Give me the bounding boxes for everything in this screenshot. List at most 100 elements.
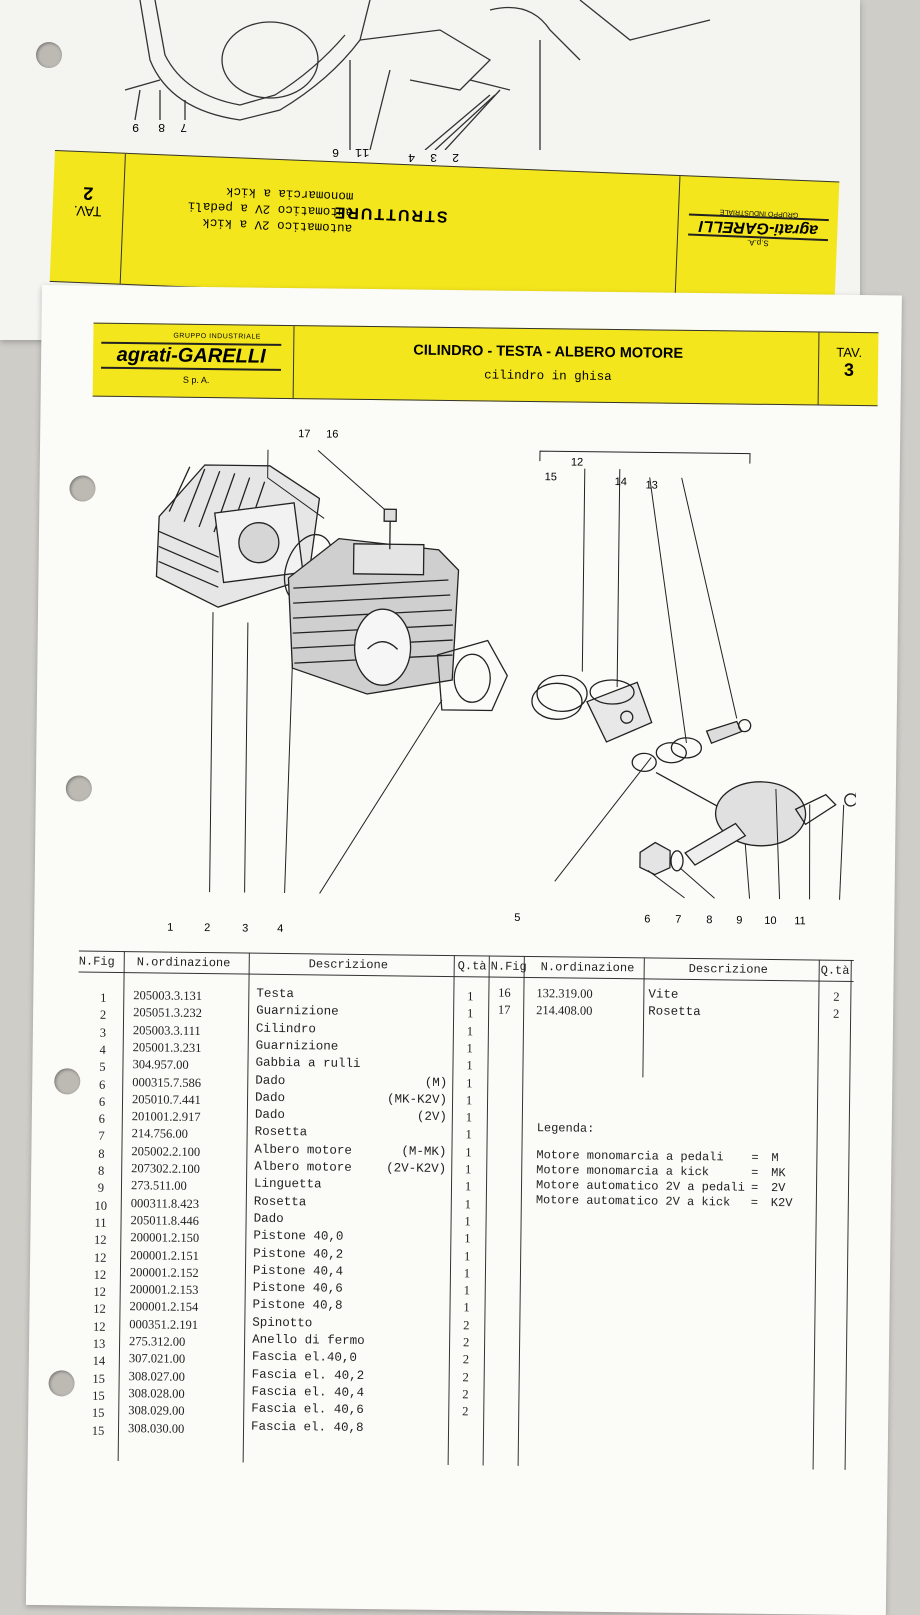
part-fig-number: 12: [86, 1302, 112, 1317]
part-fig-number: 1: [90, 991, 116, 1006]
crankshaft: [655, 773, 861, 868]
part-fig-number: 13: [86, 1337, 112, 1352]
part-fig-number: 7: [89, 1129, 115, 1144]
part-order-number: 000351.2.191: [129, 1317, 198, 1333]
part-quantity: 1: [460, 1006, 480, 1021]
part-description: Linguetta: [254, 1177, 322, 1192]
tav-box: TAV. 3: [818, 332, 880, 405]
part-description: Fascia el. 40,4: [251, 1385, 364, 1400]
part-fig-number: 10: [88, 1198, 114, 1213]
header-qta-2: Q.tà: [821, 964, 850, 978]
part-quantity: 2: [455, 1404, 475, 1419]
crank-nut: [640, 842, 670, 874]
callout: 3: [242, 922, 248, 934]
part-quantity: 1: [459, 1128, 479, 1143]
part-order-number: 275.312.00: [129, 1334, 185, 1350]
title-band: GRUPPO INDUSTRIALE agrati-GARELLI S p. A…: [93, 323, 879, 407]
part-fig-number: 11: [87, 1216, 113, 1231]
part-quantity: 2: [456, 1335, 476, 1350]
col-rule: [813, 960, 820, 1470]
header-nfig: N.Fig: [79, 954, 115, 968]
part-fig-number: 6: [89, 1094, 115, 1109]
brand-sub: S p. A.: [183, 375, 210, 385]
part-variant: (2V): [377, 1109, 447, 1124]
part-order-number: 200001.2.154: [129, 1300, 198, 1316]
part-order-number: 000315.7.586: [132, 1075, 201, 1091]
part-order-number: 205003.3.111: [133, 1023, 201, 1039]
part-fig-number: 8: [88, 1146, 114, 1161]
col-rule: [118, 951, 125, 1461]
back-tav-box: TAV. 2: [50, 151, 126, 284]
legend-item: Motore automatico 2V a kick=K2V: [536, 1193, 836, 1212]
part-quantity: 1: [456, 1301, 476, 1316]
part-description: Pistone 40,2: [253, 1246, 343, 1261]
part-variant: (M): [377, 1075, 447, 1090]
legend-code: M: [771, 1151, 778, 1165]
col-rule: [483, 956, 490, 1466]
part-description: Testa: [256, 987, 294, 1001]
legend-equals: =: [751, 1196, 758, 1210]
part-description: Gabbia a rulli: [255, 1056, 360, 1071]
part-order-number: 214.756.00: [132, 1127, 188, 1143]
part-quantity: 2: [456, 1318, 476, 1333]
part-fig-number: 15: [85, 1389, 111, 1404]
part-fig-number: 12: [87, 1267, 113, 1282]
part-description: Dado: [255, 1073, 285, 1087]
brand-logo: agrati-GARELLI: [101, 342, 281, 371]
part-description: Fascia el. 40,8: [251, 1419, 364, 1434]
punch-hole: [48, 1370, 74, 1396]
callout: 11: [355, 145, 369, 159]
parts-table: N.Fig N.ordinazione Descrizione Q.tà N.F…: [73, 951, 854, 1470]
part-quantity: 1: [457, 1231, 477, 1246]
callout: 2: [452, 150, 459, 164]
part-quantity: 1: [458, 1197, 478, 1212]
part-description: Albero motore: [254, 1160, 352, 1175]
part-quantity: 2: [455, 1387, 475, 1402]
part-fig-number: 12: [87, 1285, 113, 1300]
punch-hole: [36, 42, 62, 68]
part-order-number: 273.511.00: [131, 1178, 187, 1194]
part-order-number: 308.028.00: [128, 1386, 184, 1402]
piston-pin: [706, 719, 750, 744]
part-fig-number: 12: [86, 1319, 112, 1334]
part-fig-number: 6: [89, 1112, 115, 1127]
part-description: Pistone 40,6: [253, 1281, 343, 1296]
cylinder: [287, 538, 459, 695]
part-fig-number: 5: [89, 1060, 115, 1075]
part-quantity: 1: [459, 1076, 479, 1091]
part-fig-number: 9: [88, 1181, 114, 1196]
part-description: Fascia el.40,0: [252, 1350, 357, 1365]
part-order-number: 214.408.00: [536, 1003, 592, 1019]
part-order-number: 308.029.00: [128, 1403, 184, 1419]
part-order-number: 308.027.00: [129, 1369, 185, 1385]
part-order-number: 000311.8.423: [131, 1196, 199, 1212]
part-description: Spinotto: [252, 1315, 312, 1330]
callout: 10: [764, 915, 776, 927]
logo-box: GRUPPO INDUSTRIALE agrati-GARELLI S p. A…: [93, 324, 295, 398]
part-quantity: 1: [459, 1058, 479, 1073]
part-order-number: 200001.2.153: [130, 1282, 199, 1298]
col-rule: [448, 955, 455, 1465]
callout: 7: [675, 914, 681, 926]
part-description: Pistone 40,0: [253, 1229, 343, 1244]
part-quantity: 1: [460, 1024, 480, 1039]
page-subtitle: cilindro in ghisa: [293, 366, 803, 386]
brand-group: GRUPPO INDUSTRIALE: [173, 333, 261, 341]
part-fig-number: 15: [86, 1371, 112, 1386]
part-order-number: 207302.2.100: [131, 1161, 200, 1177]
callout: 4: [408, 150, 415, 164]
part-description: Dado: [255, 1108, 285, 1122]
part-quantity: 2: [826, 990, 846, 1005]
callout: 14: [615, 476, 627, 488]
part-order-number: 205051.3.232: [133, 1005, 202, 1021]
callout: 8: [706, 914, 712, 926]
part-description: Fascia el. 40,6: [251, 1402, 364, 1417]
part-order-number: 205001.3.231: [133, 1040, 202, 1056]
back-callouts: 9 8 7 6 11 4 3 2 1: [120, 120, 600, 140]
callout: 9: [132, 120, 139, 134]
part-order-number: 200001.2.150: [130, 1230, 199, 1246]
part-fig-number: 4: [90, 1043, 116, 1058]
callout: 5: [514, 912, 520, 924]
part-order-number: 304.957.00: [132, 1057, 188, 1073]
tav-label: TAV.: [819, 345, 879, 361]
